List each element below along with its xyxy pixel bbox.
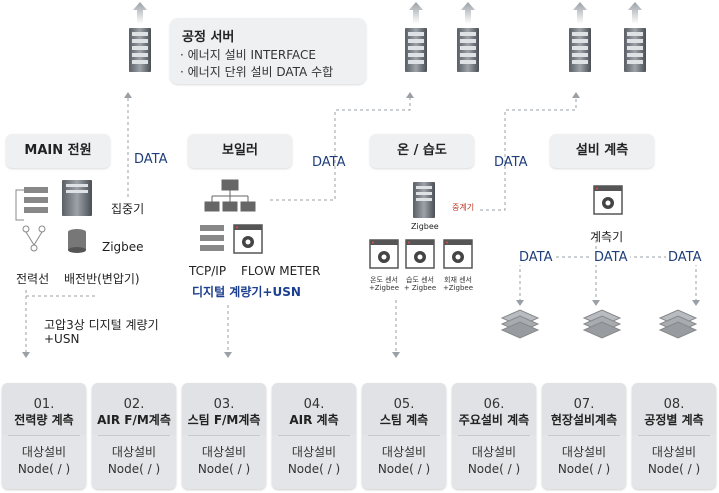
flow-meter-label: FLOW METER (241, 264, 320, 278)
server-line-1: · 에너지 설비 INTERFACE (180, 46, 316, 63)
server-icon (569, 2, 591, 72)
boiler-label: 보일러 (188, 134, 292, 168)
card-node: Node( / ) (2, 461, 86, 478)
card-number: 08. (632, 383, 716, 412)
humidity-label: 온 / 습도 (370, 134, 474, 168)
hierarchy-icon (205, 180, 255, 211)
power-line-label: 전력선 (16, 270, 49, 287)
card-target: 대상설비 (542, 444, 626, 461)
card-node: Node( / ) (542, 461, 626, 478)
network-icon (16, 187, 48, 251)
server-icon (624, 2, 646, 72)
card-number: 04. (272, 383, 356, 412)
sensor-icon (370, 240, 398, 268)
usn-label: +USN (44, 332, 79, 346)
instrument-icon (594, 186, 622, 214)
process-server-box: 공정 서버 · 에너지 설비 INTERFACE · 에너지 단위 설비 DAT… (170, 18, 366, 84)
card-title: 공정별 계측 (632, 412, 716, 428)
instrument-label: 계측기 (590, 228, 623, 245)
sensor-sub: +Zigbee (436, 284, 480, 292)
card-title: 주요설비 계측 (452, 412, 536, 428)
card-title: 전력량 계측 (2, 412, 86, 428)
server-icon (129, 2, 151, 72)
ash-sensor-label: 회재 센서 +Zigbee (436, 276, 480, 292)
concentrator-label: 집중기 (111, 200, 144, 217)
meter-label: 고압3상 디지털 계량기 (44, 316, 159, 333)
layers-icon (584, 310, 620, 338)
data-label: DATA (134, 152, 168, 167)
card-title: 스팀 계측 (362, 412, 446, 428)
data-label: DATA (312, 155, 346, 170)
card-title: 현장설비계측 (542, 412, 626, 428)
card-node: Node( / ) (182, 461, 266, 478)
card-node: Node( / ) (452, 461, 536, 478)
card-number: 06. (452, 383, 536, 412)
server-title: 공정 서버 (182, 26, 234, 45)
card-node: Node( / ) (92, 461, 176, 478)
card-target: 대상설비 (182, 444, 266, 461)
card-number: 01. (2, 383, 86, 412)
layers-icon (502, 310, 538, 338)
card-number: 02. (92, 383, 176, 412)
digital-meter-label: 디지털 계량기+USN (192, 283, 301, 300)
sensor-icon (444, 240, 472, 268)
card-target: 대상설비 (362, 444, 446, 461)
card-title: 스팀 F/M계측 (182, 412, 266, 428)
card-target: 대상설비 (632, 444, 716, 461)
card-node: Node( / ) (362, 461, 446, 478)
server-icon (405, 2, 427, 72)
concentrator-icon (62, 180, 92, 216)
sensor-name: 회재 센서 (436, 276, 480, 284)
server-icon (457, 2, 479, 72)
data-label: DATA (517, 250, 555, 265)
data-label: DATA (666, 250, 704, 265)
card-number: 03. (182, 383, 266, 412)
card-number: 07. (542, 383, 626, 412)
card-node: Node( / ) (632, 461, 716, 478)
data-label: DATA (592, 250, 630, 265)
sensor-icon (406, 240, 434, 268)
main-power-label: MAIN 전원 (6, 134, 110, 168)
repeater-label: 중계기 (452, 202, 474, 213)
server-line-2: · 에너지 단위 설비 DATA 수합 (180, 63, 333, 80)
card-target: 대상설비 (2, 444, 86, 461)
layers-icon (660, 310, 696, 338)
data-label: DATA (494, 155, 528, 170)
card-target: 대상설비 (92, 444, 176, 461)
card-node: Node( / ) (272, 461, 356, 478)
card-target: 대상설비 (272, 444, 356, 461)
tcpip-label: TCP/IP (189, 264, 226, 278)
card-number: 05. (362, 383, 446, 412)
zigbee-label: Zigbee (102, 240, 144, 254)
card-title: AIR 계측 (272, 412, 356, 428)
repeater-server-icon (413, 182, 435, 218)
humidity-zigbee-label: Zigbee (411, 222, 439, 231)
card-title: AIR F/M계측 (92, 412, 176, 428)
flow-meter-icon (200, 225, 262, 253)
database-icon (68, 229, 86, 253)
distribution-board-label: 배전반(변압기) (64, 270, 140, 287)
equipment-label: 설비 계측 (550, 134, 654, 168)
card-target: 대상설비 (452, 444, 536, 461)
